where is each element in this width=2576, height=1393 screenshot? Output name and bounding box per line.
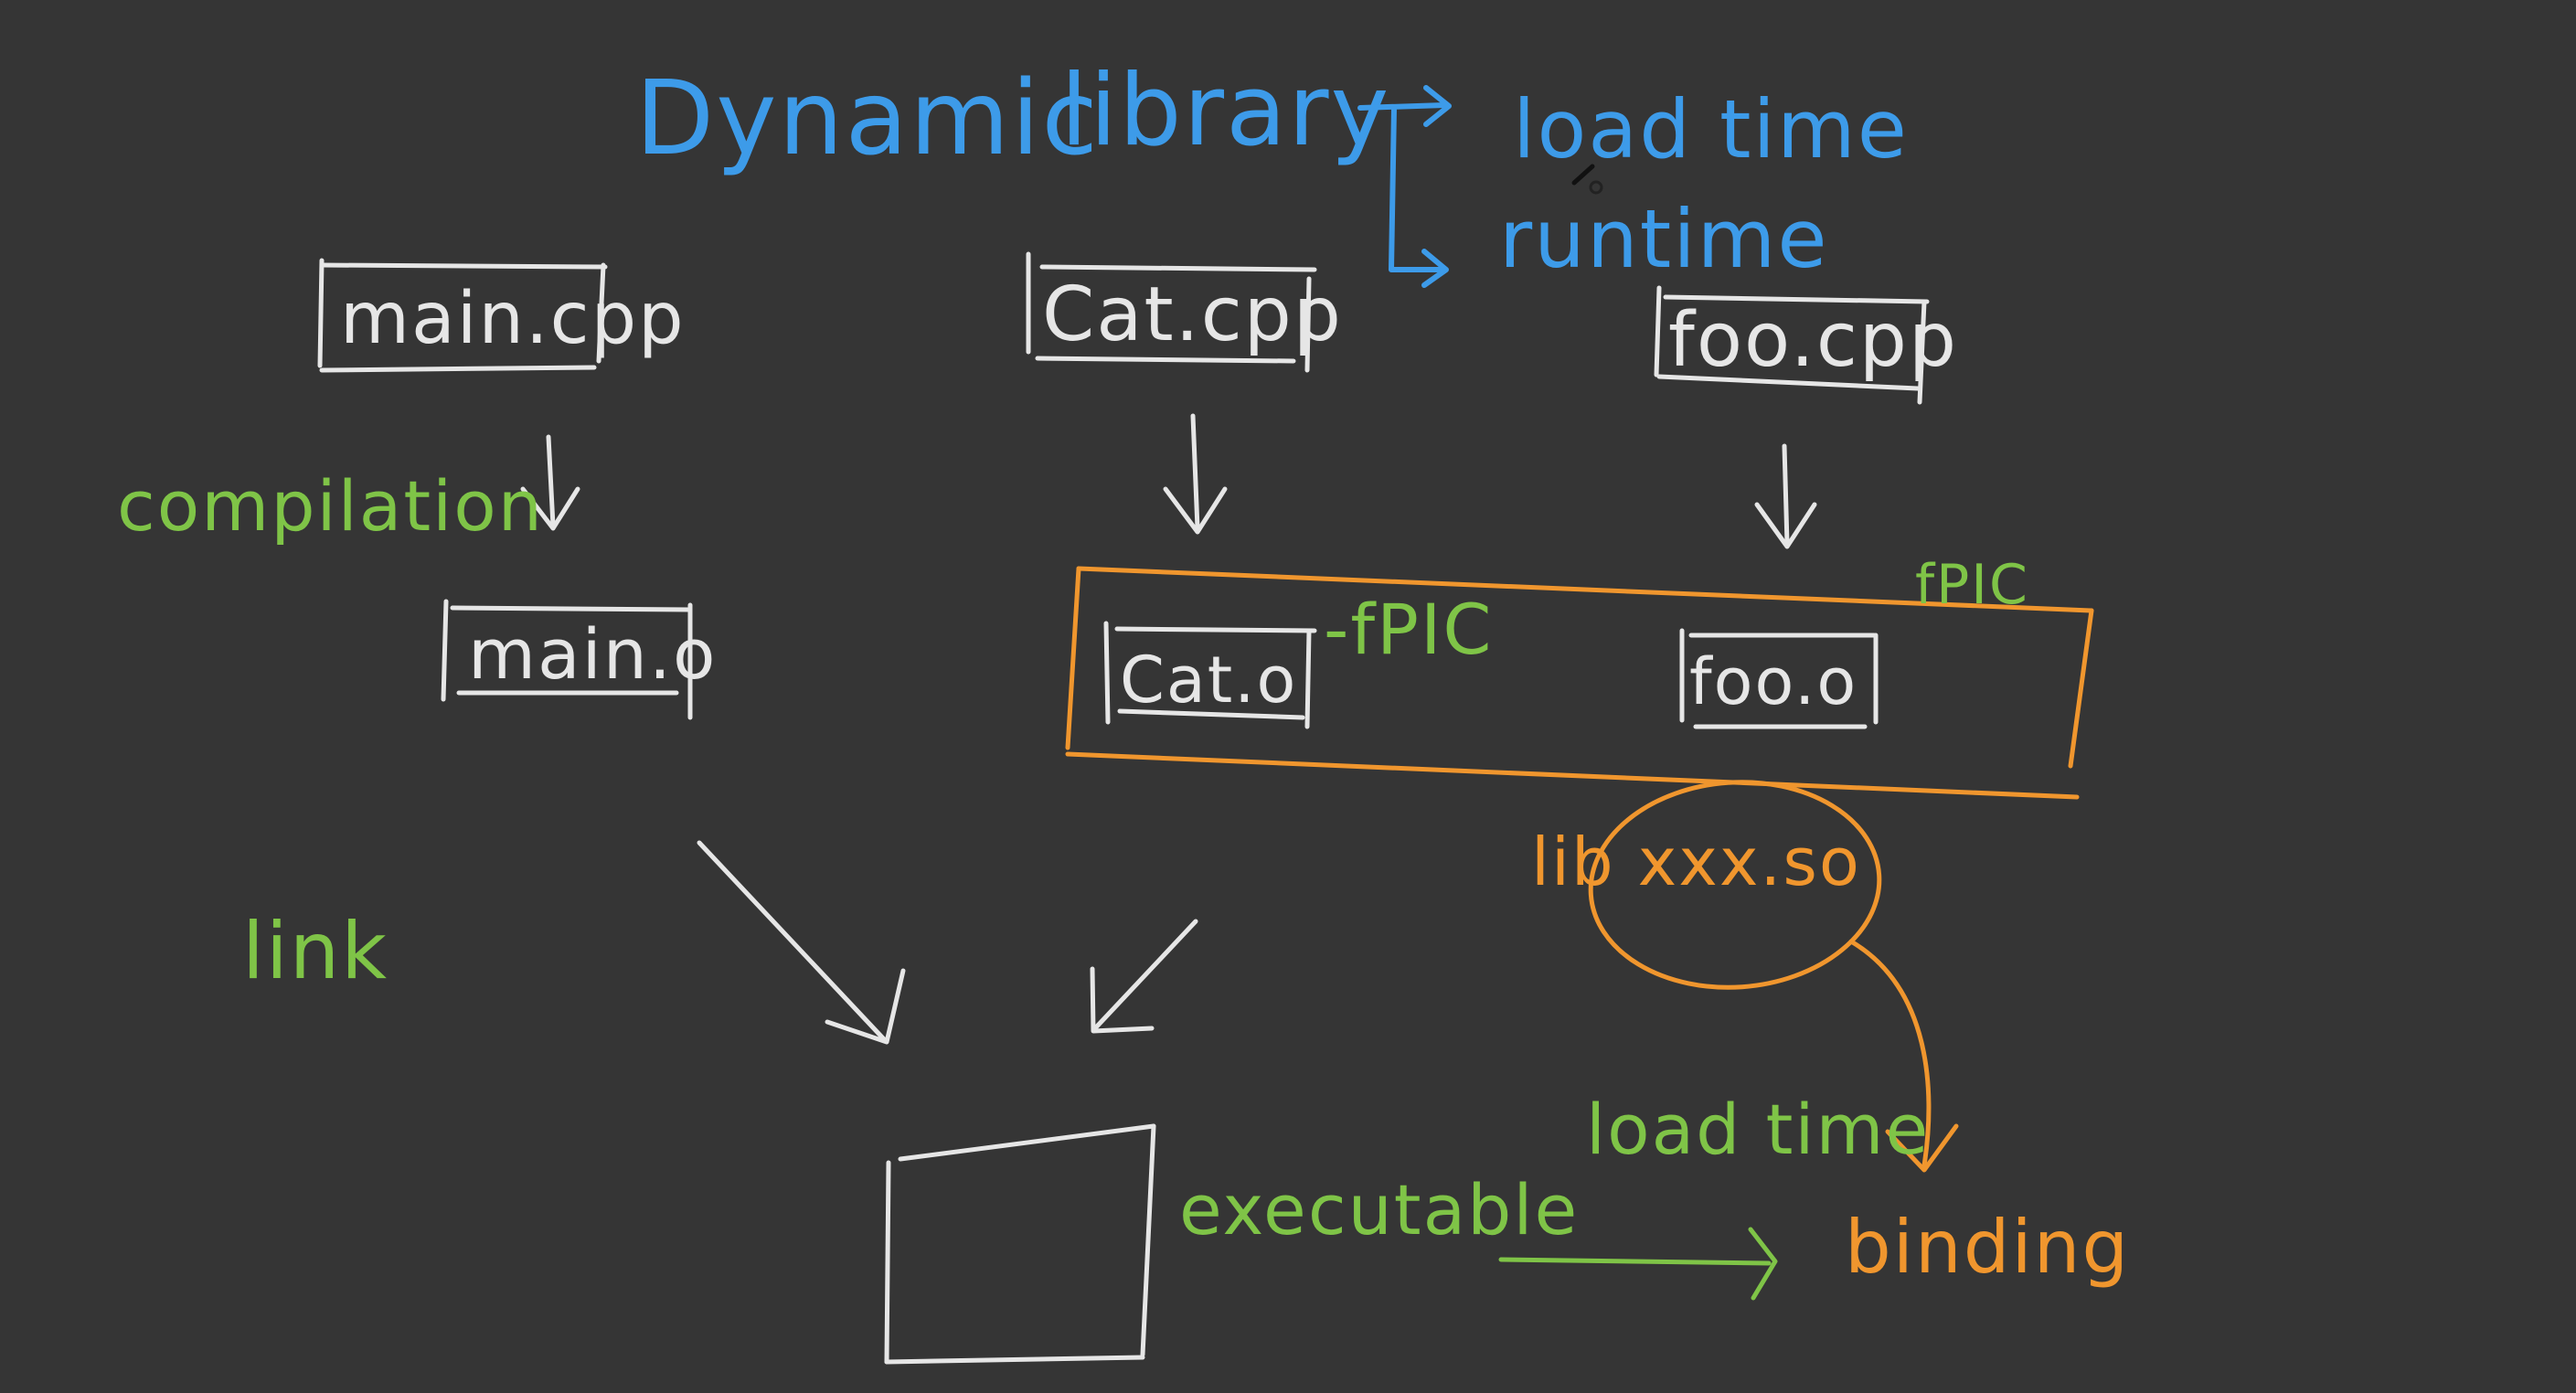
mode-bracket-arrows xyxy=(1357,85,1452,288)
compile-arrows xyxy=(520,413,1817,549)
mode-runtime: runtime xyxy=(1499,192,1829,286)
box-main-cpp xyxy=(317,258,608,373)
title-dynamic: Dynamic xyxy=(635,59,1100,178)
pen-cursor-icon xyxy=(1571,164,1603,195)
library-file-name: lib xxx.so xyxy=(1531,824,1861,900)
box-cat-o xyxy=(1103,621,1317,729)
title-library: library xyxy=(1060,54,1390,168)
shared-library-boundary xyxy=(1065,566,2094,800)
flag-foo-fpic: fPIC xyxy=(1915,553,2029,617)
box-main-o xyxy=(441,599,693,720)
file-foo-o: foo.o xyxy=(1689,644,1857,719)
step-compilation: compilation xyxy=(117,465,544,547)
box-foo-o xyxy=(1679,628,1879,729)
file-foo-cpp: foo.cpp xyxy=(1668,297,1958,384)
binding-load-time: load time xyxy=(1586,1089,1930,1170)
mode-load-time: load time xyxy=(1513,82,1909,176)
file-main-cpp: main.cpp xyxy=(340,278,686,360)
box-foo-cpp xyxy=(1654,285,1930,405)
executable-label: executable xyxy=(1179,1169,1579,1250)
file-cat-o: Cat.o xyxy=(1120,643,1297,718)
executable-to-binding-arrow xyxy=(1498,1227,1778,1301)
executable-box xyxy=(884,1123,1156,1365)
file-main-o: main.o xyxy=(468,613,718,695)
file-cat-cpp: Cat.cpp xyxy=(1042,271,1343,358)
step-link: link xyxy=(242,906,389,997)
flag-cat-fpic: -fPIC xyxy=(1324,589,1494,670)
link-arrows xyxy=(697,840,1198,1045)
binding-label: binding xyxy=(1845,1205,2130,1290)
library-ellipse xyxy=(1588,780,1882,990)
library-to-binding-arrow xyxy=(1848,939,1959,1173)
box-cat-cpp xyxy=(1026,251,1317,373)
